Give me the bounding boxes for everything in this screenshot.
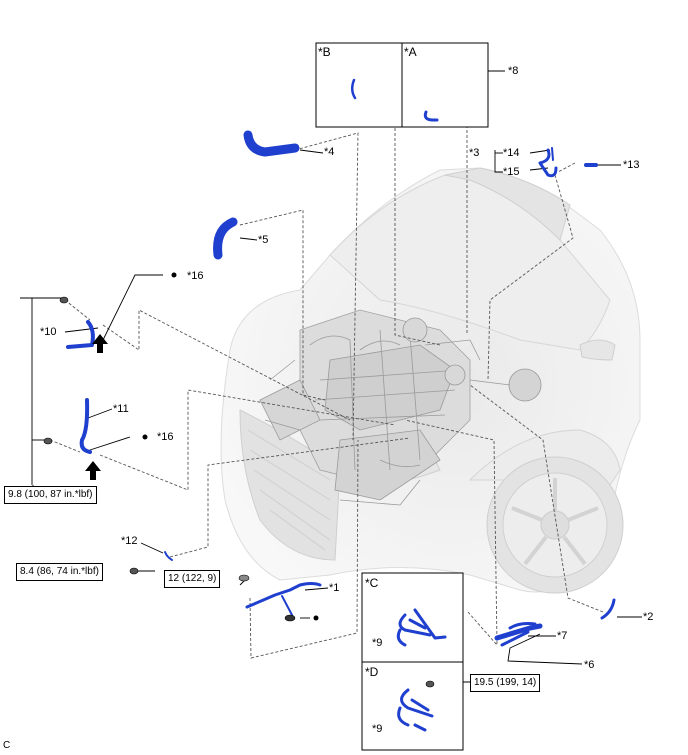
bolts <box>43 296 435 688</box>
hose-parts <box>66 78 616 732</box>
hose-part-8-a <box>423 110 439 122</box>
view-box-top <box>315 42 489 128</box>
hose-part-12 <box>164 551 173 561</box>
callout-16-lower: *16 <box>157 431 174 443</box>
callout-9-d: *9 <box>372 723 383 735</box>
hose-part-10 <box>66 320 95 349</box>
hose-part-14-15 <box>538 148 558 178</box>
arrow-up-icon <box>92 334 108 353</box>
callout-5: *5 <box>258 234 269 246</box>
callout-8: *8 <box>508 65 519 77</box>
callout-13: *13 <box>623 159 640 171</box>
view-label-a: *A <box>404 45 417 59</box>
hose-part-4 <box>243 130 300 157</box>
torque-spec-2: 8.4 (86, 74 in.*lbf) <box>16 563 103 581</box>
callout-15: *15 <box>503 166 520 178</box>
view-box-bottom <box>361 572 464 751</box>
callout-9-c: *9 <box>372 637 383 649</box>
view-label-d: *D <box>365 665 379 679</box>
hose-part-1 <box>245 582 322 609</box>
callout-16-upper: *16 <box>187 270 204 282</box>
arrow-up-icon <box>85 461 101 480</box>
callout-10: *10 <box>40 326 57 338</box>
hose-part-9-c <box>396 608 447 647</box>
callout-2: *2 <box>643 611 654 623</box>
hose-part-2 <box>600 598 616 620</box>
callout-1: *1 <box>329 582 340 594</box>
torque-spec-3: 12 (122, 9) <box>164 570 221 588</box>
engine-compartment <box>259 309 542 506</box>
marker-dots <box>142 272 319 621</box>
callout-14: *14 <box>503 147 520 159</box>
hose-part-11 <box>79 398 92 454</box>
view-label-b: *B <box>318 45 331 59</box>
callout-3: *3 <box>469 147 480 159</box>
callout-11: *11 <box>113 403 129 415</box>
callout-6: *6 <box>584 659 595 671</box>
hose-part-9-d <box>397 688 434 732</box>
view-label-c: *C <box>365 576 379 590</box>
torque-spec-4: 19.5 (199, 14) <box>470 674 541 692</box>
hose-part-5 <box>213 217 238 260</box>
arrows <box>85 334 108 480</box>
callout-7: *7 <box>557 630 568 642</box>
hose-part-8-b <box>351 78 357 100</box>
corner-letter: C <box>3 740 11 751</box>
torque-spec-1: 9.8 (100, 87 in.*lbf) <box>4 486 97 504</box>
hose-part-7 <box>494 623 543 641</box>
callout-12: *12 <box>121 535 138 547</box>
callout-4: *4 <box>324 146 335 158</box>
